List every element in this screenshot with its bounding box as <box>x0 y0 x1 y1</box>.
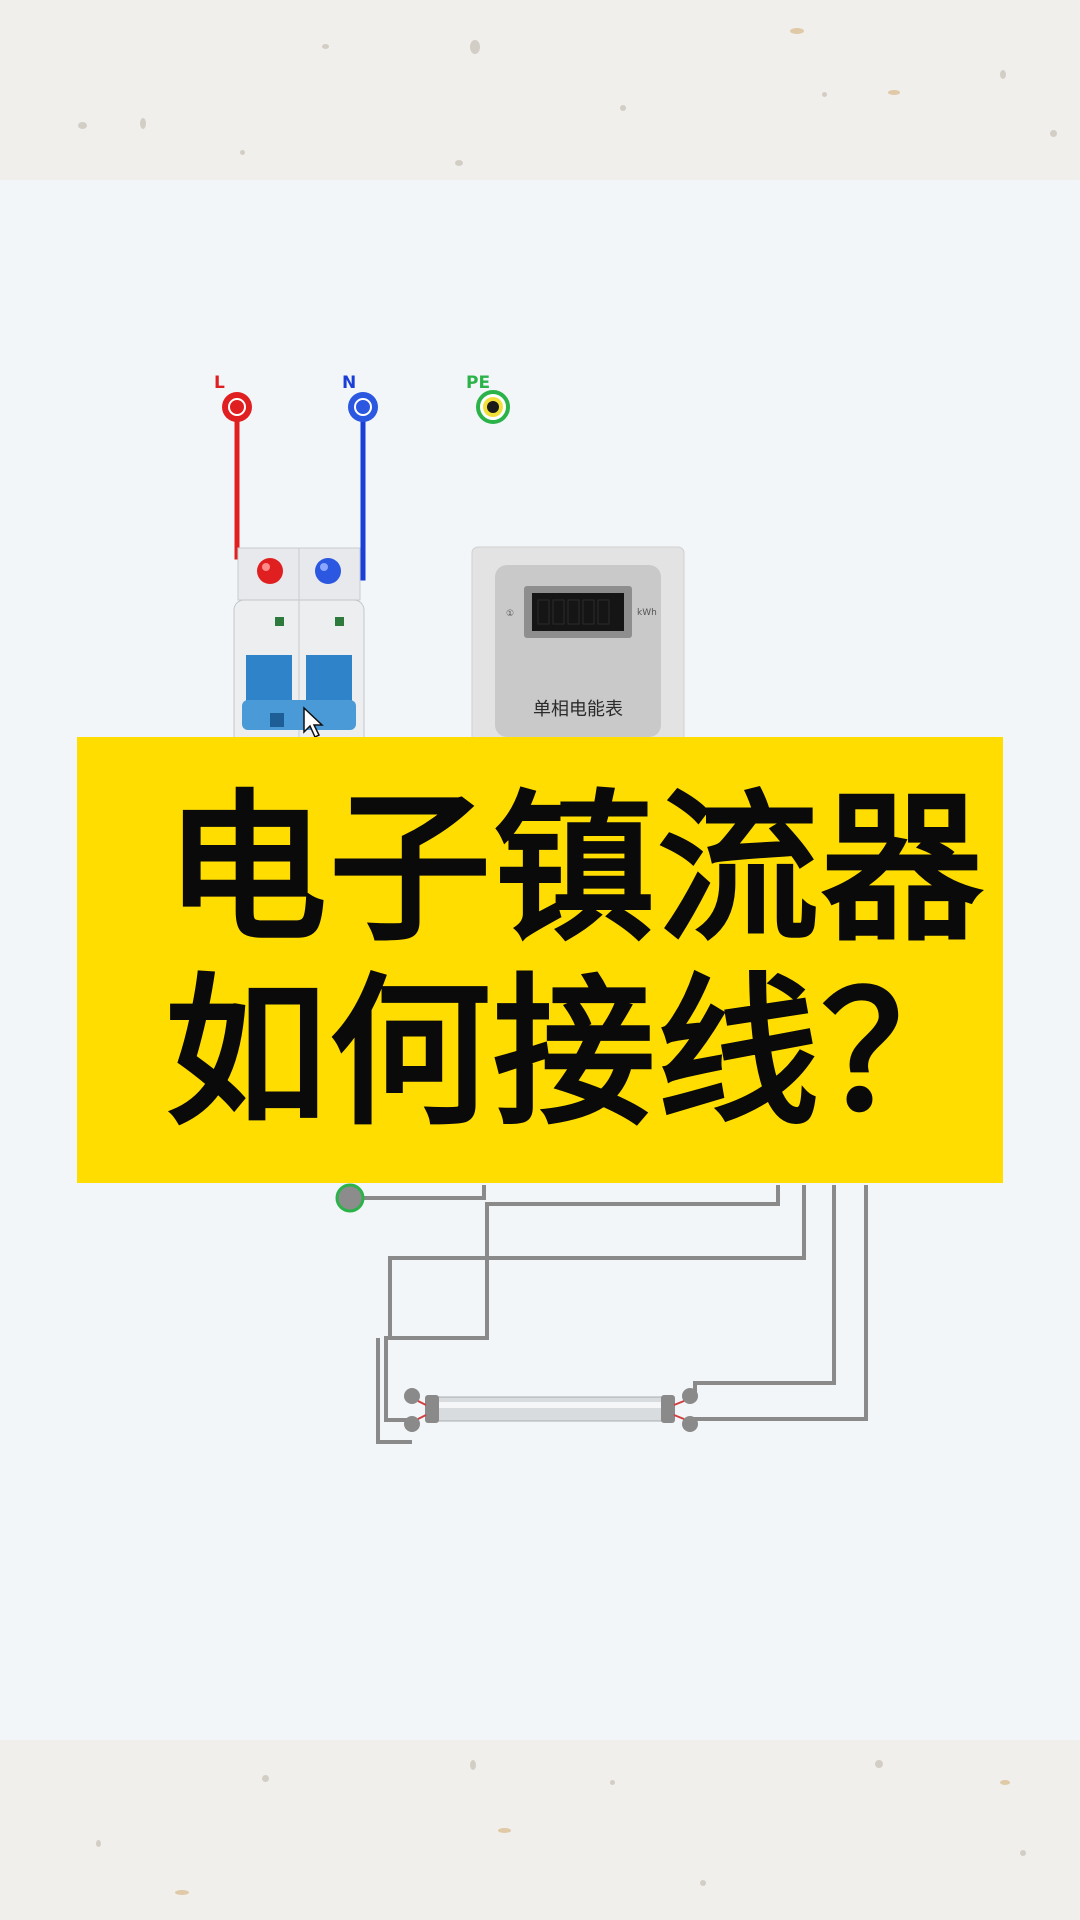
live-terminal-label: L <box>214 373 225 393</box>
meter-caption: 单相电能表 <box>533 699 623 720</box>
meter-mark: ① <box>506 609 514 619</box>
meter-unit-label: kWh <box>637 608 657 618</box>
title-line-1: 电子镇流器 <box>165 776 985 964</box>
earth-terminal-label: PE <box>466 373 490 393</box>
breaker-live-terminal[interactable] <box>257 558 283 584</box>
title-banner: 电子镇流器 如何接线？ <box>77 737 1003 1183</box>
lamp-circuit-wires <box>350 1185 868 1444</box>
paper-texture-bottom <box>0 1740 1080 1920</box>
wiring-diagram: L N PE <box>214 373 868 1444</box>
fluorescent-tube[interactable] <box>404 1388 698 1432</box>
paper-texture-top <box>0 0 1080 180</box>
ground-terminal[interactable] <box>335 1183 365 1213</box>
live-supply-wire <box>234 407 270 560</box>
breaker-neutral-terminal[interactable] <box>315 558 341 584</box>
neutral-terminal[interactable] <box>348 392 378 422</box>
live-terminal[interactable] <box>222 392 252 422</box>
title-line-2: 如何接线？ <box>165 960 985 1148</box>
earth-terminal[interactable] <box>476 390 510 424</box>
neutral-terminal-label: N <box>342 373 356 393</box>
circuit-breaker[interactable] <box>233 547 365 761</box>
mouse-pointer-icon <box>303 706 324 739</box>
energy-meter[interactable]: ① kWh 单相电能表 <box>471 546 685 748</box>
